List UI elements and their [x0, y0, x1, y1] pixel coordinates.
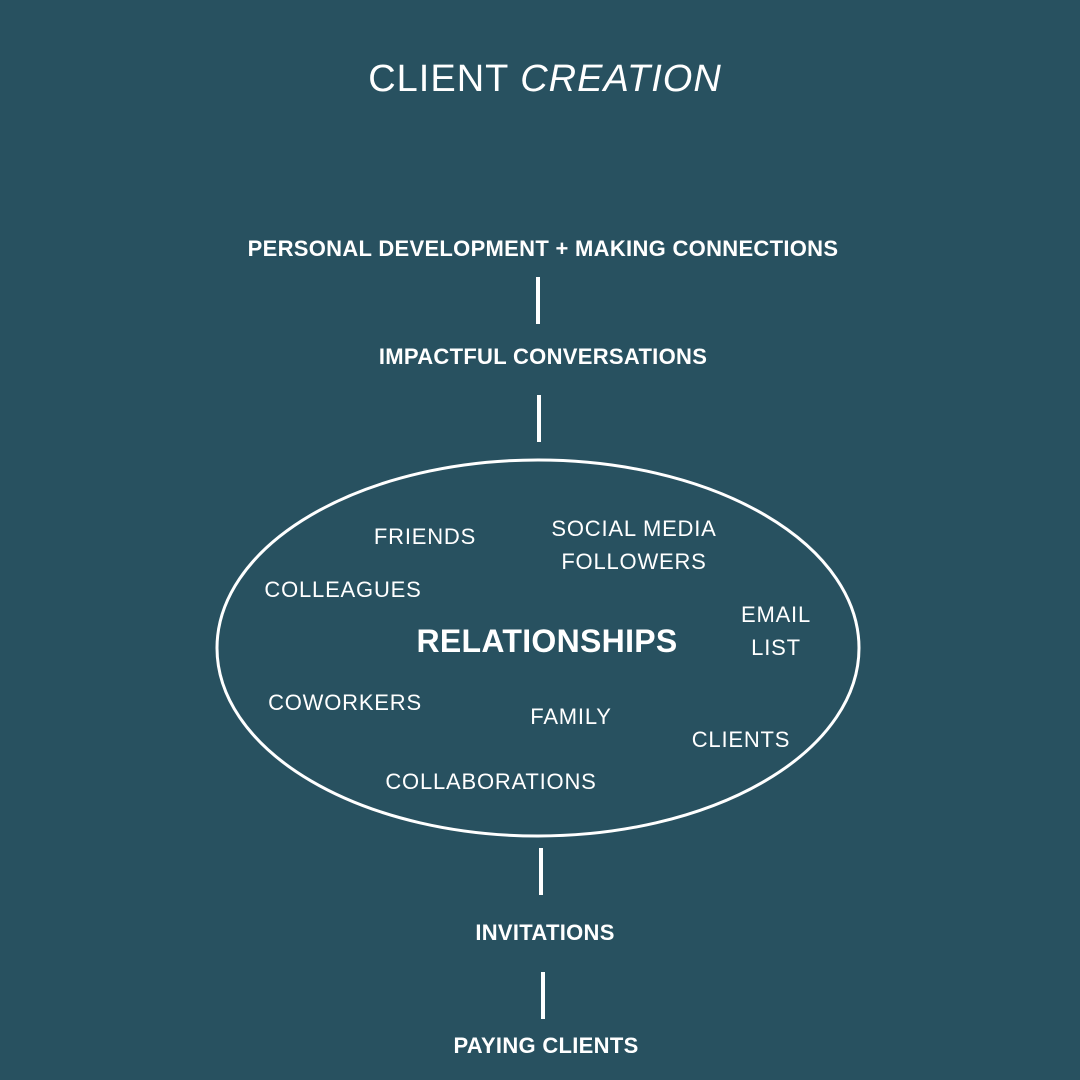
email-list-line-2: LIST	[751, 635, 801, 660]
email-list-line-1: EMAIL	[740, 602, 812, 627]
relationship-colleagues: COLLEAGUES	[264, 577, 422, 602]
relationships-center-label: RELATIONSHIPS	[416, 623, 678, 659]
page-title: CLIENT CREATION	[368, 58, 722, 101]
connector-line	[537, 395, 541, 442]
connector-line	[539, 848, 543, 895]
title-regular: CLIENT	[368, 58, 509, 100]
step-invitations: INVITATIONS	[475, 920, 615, 945]
relationship-collaborations: COLLABORATIONS	[385, 769, 597, 794]
relationship-email-list: EMAIL LIST	[741, 598, 811, 664]
connector-line	[541, 972, 545, 1019]
relationship-coworkers: COWORKERS	[268, 690, 422, 715]
social-media-line-1: SOCIAL MEDIA	[551, 516, 717, 541]
social-media-line-2: FOLLOWERS	[561, 549, 707, 574]
title-italic: CREATION	[520, 58, 722, 100]
connector-line	[536, 277, 540, 324]
step-paying-clients: PAYING CLIENTS	[453, 1033, 639, 1058]
step-personal-development: PERSONAL DEVELOPMENT + MAKING CONNECTION…	[247, 236, 839, 261]
relationship-clients: CLIENTS	[691, 727, 791, 752]
step-impactful-conversations: IMPACTFUL CONVERSATIONS	[378, 344, 708, 369]
relationship-family: FAMILY	[530, 704, 612, 729]
relationship-friends: FRIENDS	[373, 524, 477, 549]
relationship-social-media-followers: SOCIAL MEDIA FOLLOWERS	[551, 512, 716, 578]
